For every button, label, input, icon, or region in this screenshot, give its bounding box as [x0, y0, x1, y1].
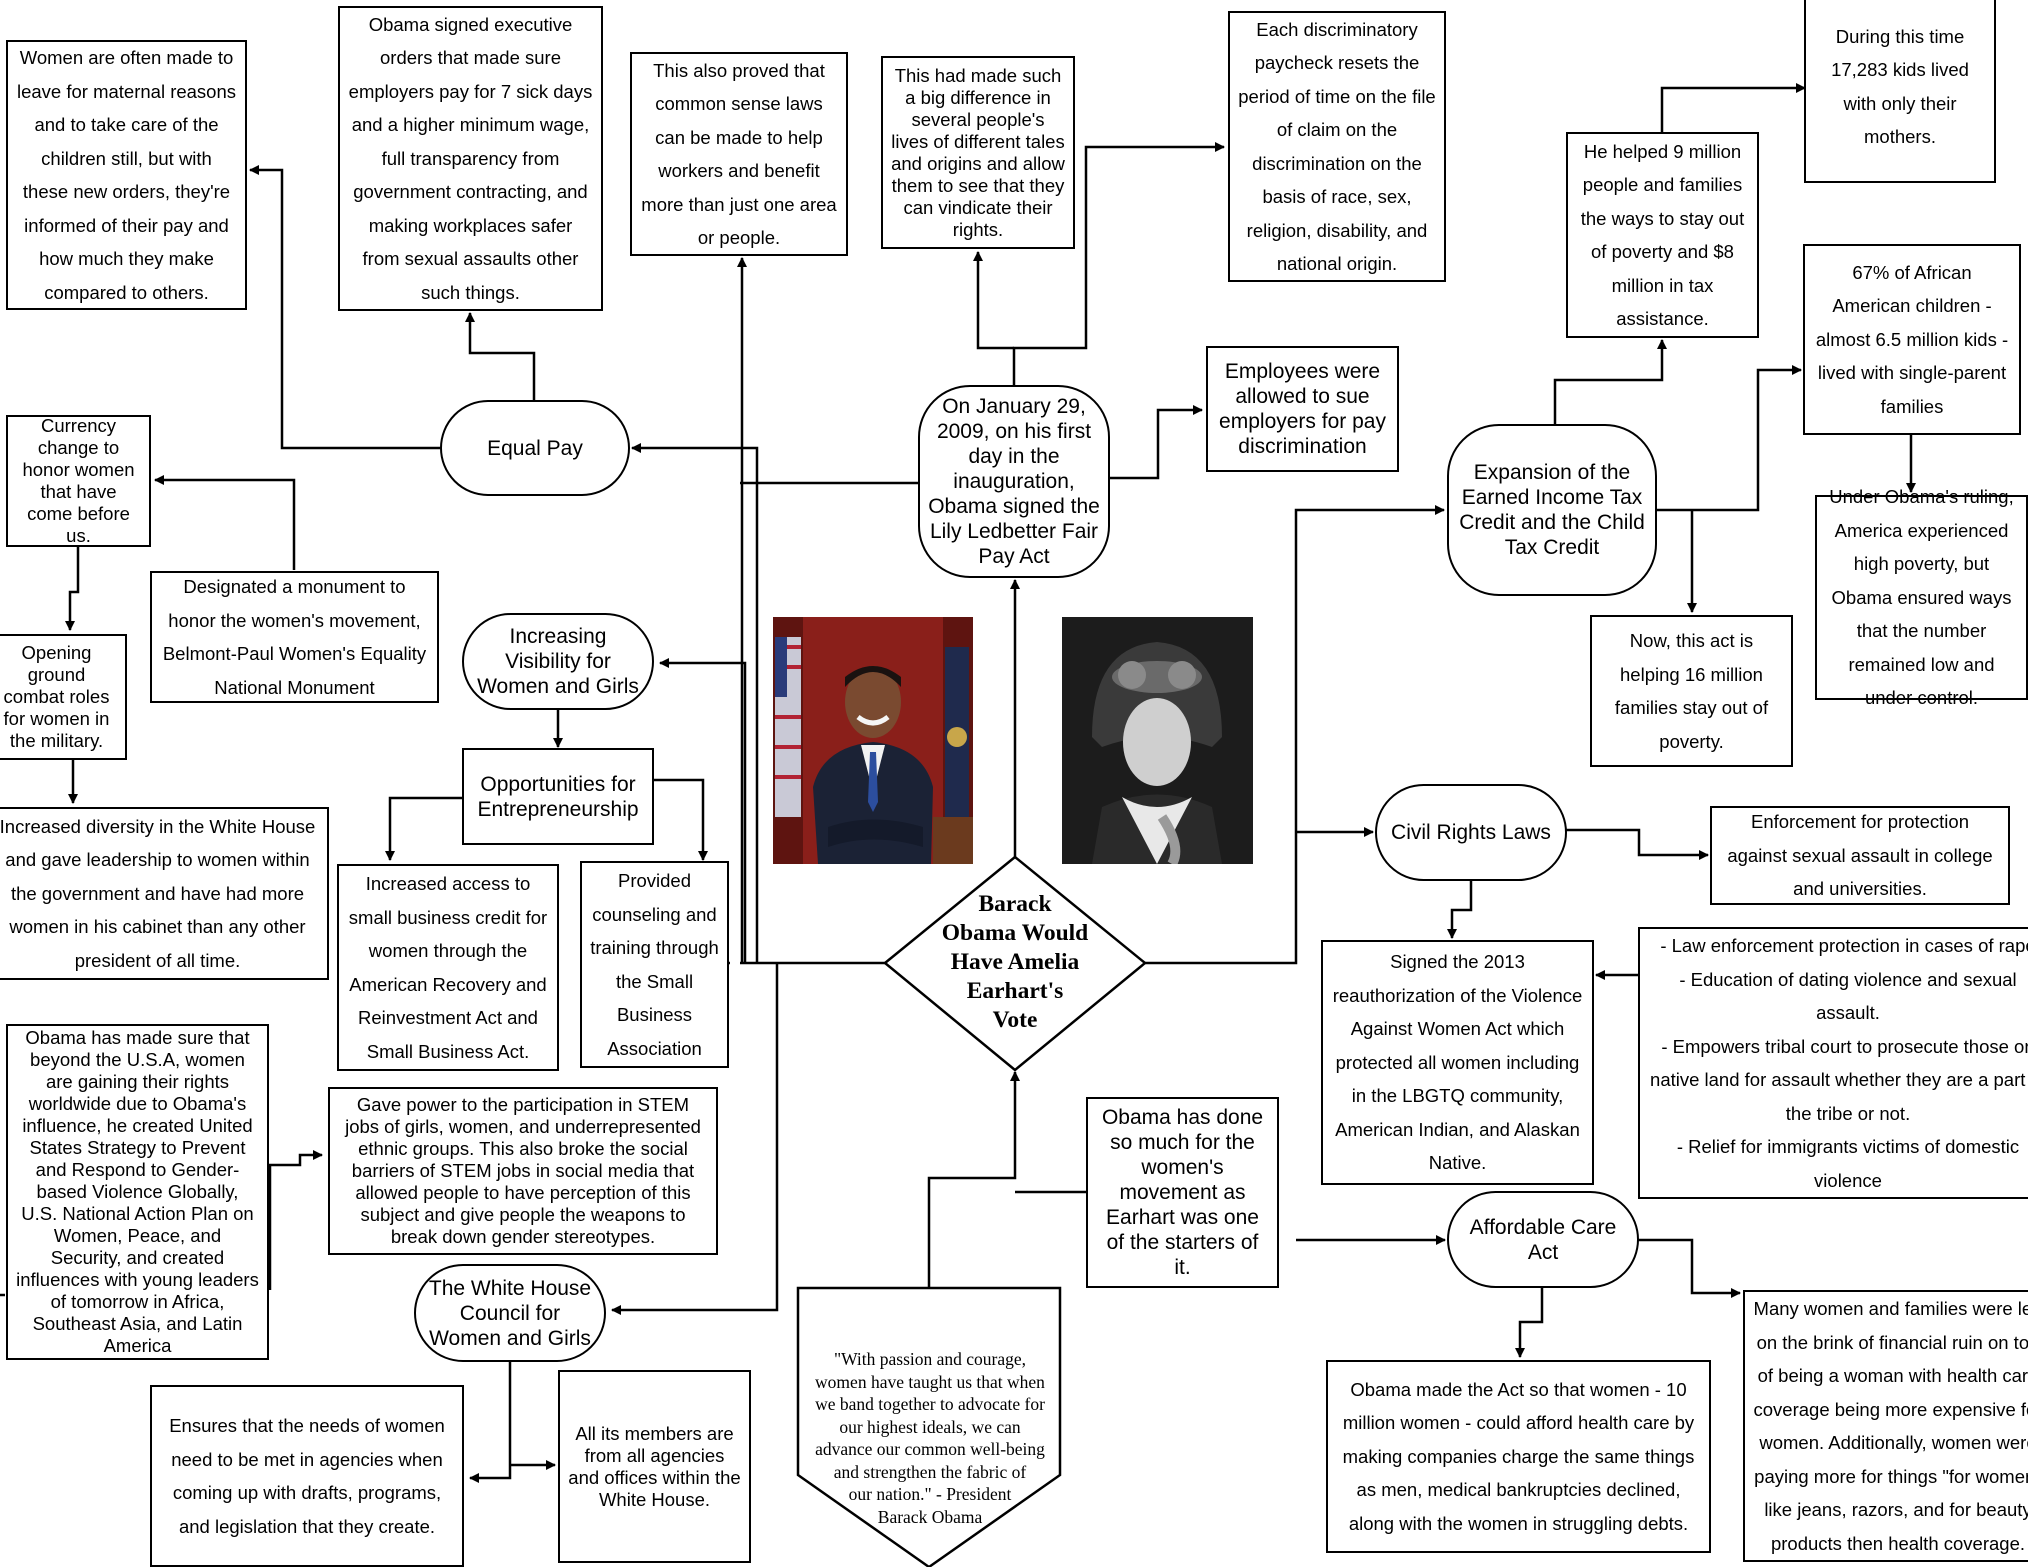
global-note: Obama has made sure that beyond the U.S.… [6, 1024, 269, 1360]
common-sense-note-text: This also proved that common sense laws … [641, 59, 837, 249]
currency-note-text: Currency change to honor women that have… [22, 415, 135, 546]
combat-note: Opening ground combat roles for women in… [0, 634, 127, 760]
mothers-note: During this time 17,283 kids lived with … [1804, 0, 1996, 183]
diversity-note-text: Increased diversity in the White House a… [0, 815, 316, 971]
sixteen-million-note: Now, this act is helping 16 million fami… [1590, 615, 1793, 767]
eitc-text: Expansion of the Earned Income Tax Credi… [1459, 461, 1645, 559]
intro-note: Obama has done so much for the women's m… [1086, 1097, 1279, 1288]
equal-pay-text: Equal Pay [487, 436, 583, 460]
ledbetter-act: On January 29, 2009, on his first day in… [918, 385, 1110, 578]
members-note-text: All its members are from all agencies an… [568, 1422, 741, 1510]
aca-made-note: Obama made the Act so that women - 10 mi… [1326, 1360, 1711, 1553]
center-diamond [883, 855, 1147, 1072]
entrepreneurship-text: Opportunities for Entrepreneurship [477, 772, 639, 821]
enforcement-note-text: Enforcement for protection against sexua… [1727, 811, 1993, 900]
stem-note-text: Gave power to the participation in STEM … [345, 1094, 701, 1247]
vawa-note: Signed the 2013 reauthorization of the V… [1321, 940, 1594, 1185]
sixteen-million-note-text: Now, this act is helping 16 million fami… [1614, 630, 1769, 752]
stem-note: Gave power to the participation in STEM … [328, 1087, 718, 1255]
intro-note-text: Obama has done so much for the women's m… [1101, 1106, 1264, 1279]
civil-rights-laws-text: Civil Rights Laws [1391, 821, 1551, 844]
white-house-council: The White House Council for Women and Gi… [414, 1264, 606, 1362]
affordable-care-act-text: Affordable Care Act [1469, 1215, 1617, 1264]
difference-note: This had made such a big difference in s… [881, 56, 1075, 249]
increasing-visibility-text: Increasing Visibility for Women and Girl… [477, 625, 639, 698]
aca-made-note-text: Obama made the Act so that women - 10 mi… [1342, 1378, 1695, 1534]
credit-note-text: Increased access to small business credi… [348, 873, 548, 1062]
executive-orders-note-text: Obama signed executive orders that made … [348, 13, 593, 303]
increasing-visibility: Increasing Visibility for Women and Girl… [462, 613, 654, 710]
enforcement-note: Enforcement for protection against sexua… [1710, 806, 2010, 905]
monument-note-text: Designated a monument to honor the women… [162, 576, 427, 698]
brink-note-text: Many women and families were left on the… [1753, 1298, 2028, 1554]
vawa-note-text: Signed the 2013 reauthorization of the V… [1332, 951, 1583, 1174]
global-note-text: Obama has made sure that beyond the U.S.… [16, 1027, 259, 1356]
combat-note-text: Opening ground combat roles for women in… [3, 642, 110, 751]
obama-quote: "With passion and courage, women have ta… [815, 1349, 1045, 1527]
sue-note: Employees were allowed to sue employers … [1206, 346, 1399, 472]
white-house-council-text: The White House Council for Women and Gi… [428, 1276, 592, 1350]
needs-note: Ensures that the needs of women need to … [150, 1385, 464, 1567]
counseling-note-text: Provided counseling and training through… [590, 870, 719, 1059]
african-american-note: 67% of African American children - almos… [1803, 244, 2021, 435]
needs-note-text: Ensures that the needs of women need to … [169, 1415, 445, 1537]
center-title: Barack Obama Would Have Amelia Earhart's… [941, 891, 1089, 1033]
members-note: All its members are from all agencies an… [558, 1370, 751, 1563]
nine-million-note: He helped 9 million people and families … [1566, 132, 1759, 338]
obama-portrait-illustration [773, 617, 973, 864]
monument-note: Designated a monument to honor the women… [150, 571, 439, 703]
earhart-portrait [1062, 617, 1253, 864]
eitc: Expansion of the Earned Income Tax Credi… [1447, 424, 1657, 596]
difference-note-text: This had made such a big difference in s… [891, 64, 1065, 240]
poverty-note: Under Obama's ruling, America experience… [1815, 486, 2028, 708]
protections-note: - Law enforcement protection in cases of… [1638, 927, 2028, 1199]
civil-rights-laws: Civil Rights Laws [1375, 784, 1567, 881]
executive-orders-note: Obama signed executive orders that made … [338, 6, 603, 311]
currency-note: Currency change to honor women that have… [6, 415, 151, 547]
credit-note: Increased access to small business credi… [337, 864, 559, 1071]
counseling-note: Provided counseling and training through… [580, 861, 729, 1068]
entrepreneurship: Opportunities for Entrepreneurship [462, 748, 654, 845]
sue-note-text: Employees were allowed to sue employers … [1219, 360, 1386, 458]
brink-note: Many women and families were left on the… [1743, 1290, 2028, 1562]
common-sense-note: This also proved that common sense laws … [630, 52, 848, 256]
mothers-note-text: During this time 17,283 kids lived with … [1831, 25, 1969, 148]
equal-pay: Equal Pay [440, 400, 630, 496]
african-american-note-text: 67% of African American children - almos… [1815, 261, 2009, 417]
nine-million-note-text: He helped 9 million people and families … [1580, 140, 1745, 330]
ledbetter-act-text: On January 29, 2009, on his first day in… [928, 395, 1100, 568]
diversity-note: Increased diversity in the White House a… [0, 807, 329, 980]
quote-shape [796, 1286, 1062, 1567]
maternal-note: Women are often made to leave for matern… [6, 40, 247, 310]
paycheck-note-text: Each discriminatory paycheck resets the … [1238, 18, 1436, 275]
poverty-note-text: Under Obama's ruling, America experience… [1829, 486, 2014, 709]
affordable-care-act: Affordable Care Act [1447, 1191, 1639, 1288]
protections-note-text: - Law enforcement protection in cases of… [1650, 935, 2028, 1191]
maternal-note-text: Women are often made to leave for matern… [16, 47, 237, 303]
paycheck-note: Each discriminatory paycheck resets the … [1228, 11, 1446, 282]
earhart-portrait-illustration [1062, 617, 1253, 864]
obama-portrait [773, 617, 973, 864]
